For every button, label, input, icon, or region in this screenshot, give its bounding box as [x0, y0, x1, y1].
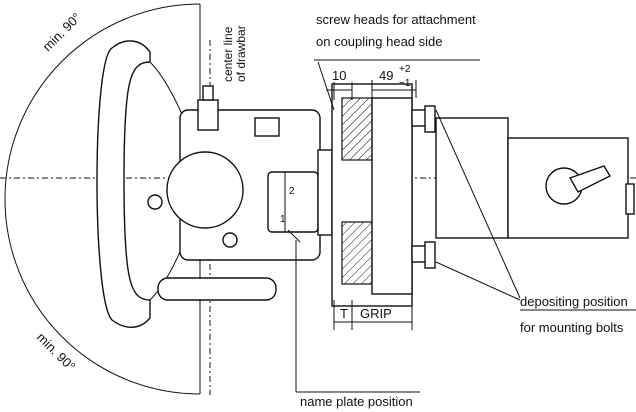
flange-hatch-top [341, 97, 373, 161]
screw-heads-label-2: on coupling head side [316, 34, 443, 49]
dim-49-label: 49 [379, 68, 393, 83]
depositing-leader [435, 109, 521, 299]
center-line-label-2: of drawbar [234, 25, 248, 82]
flange-hatch-bottom [341, 221, 373, 285]
drawbar-housing [435, 117, 509, 239]
end-lever [568, 165, 611, 193]
min-angle-bottom-label: min. 90° [34, 330, 78, 374]
tol-plus: +2 [399, 64, 411, 75]
depositing-label-1: depositing position [520, 294, 628, 309]
name-plate-label: name plate position [300, 394, 413, 409]
top-boss-right [254, 117, 280, 137]
screw-head-pointer [317, 61, 335, 111]
depositing-label-2: for mounting bolts [520, 320, 624, 335]
marker-1: 1 [280, 214, 286, 225]
neck [317, 149, 333, 236]
top-stud [202, 85, 214, 101]
marker-2: 2 [289, 186, 295, 197]
top-boss-left [197, 99, 219, 131]
t-label: T [340, 306, 348, 321]
bolt-nut-top [424, 105, 436, 133]
coupling-pivot [166, 151, 244, 229]
bottom-lever-bar [157, 277, 277, 301]
swing-arc [4, 3, 201, 395]
depositing-leader-2 [435, 261, 521, 301]
hand-lever [96, 40, 151, 328]
mounting-plate [371, 97, 413, 295]
bolt-nut-bottom [424, 241, 436, 269]
dim-10-label: 10 [332, 68, 346, 83]
pivot-bolt-bottom [222, 232, 238, 248]
indicator-window [267, 171, 319, 233]
end-stud [625, 183, 635, 215]
grip-label: GRIP [360, 306, 392, 321]
screw-heads-label-1: screw heads for attachment [316, 12, 476, 27]
center-line-label-1: center line [221, 26, 235, 82]
tol-minus: −1 [399, 78, 411, 89]
end-box [507, 137, 629, 239]
pivot-bolt-top [147, 194, 163, 210]
nameplate-tick [287, 229, 301, 243]
